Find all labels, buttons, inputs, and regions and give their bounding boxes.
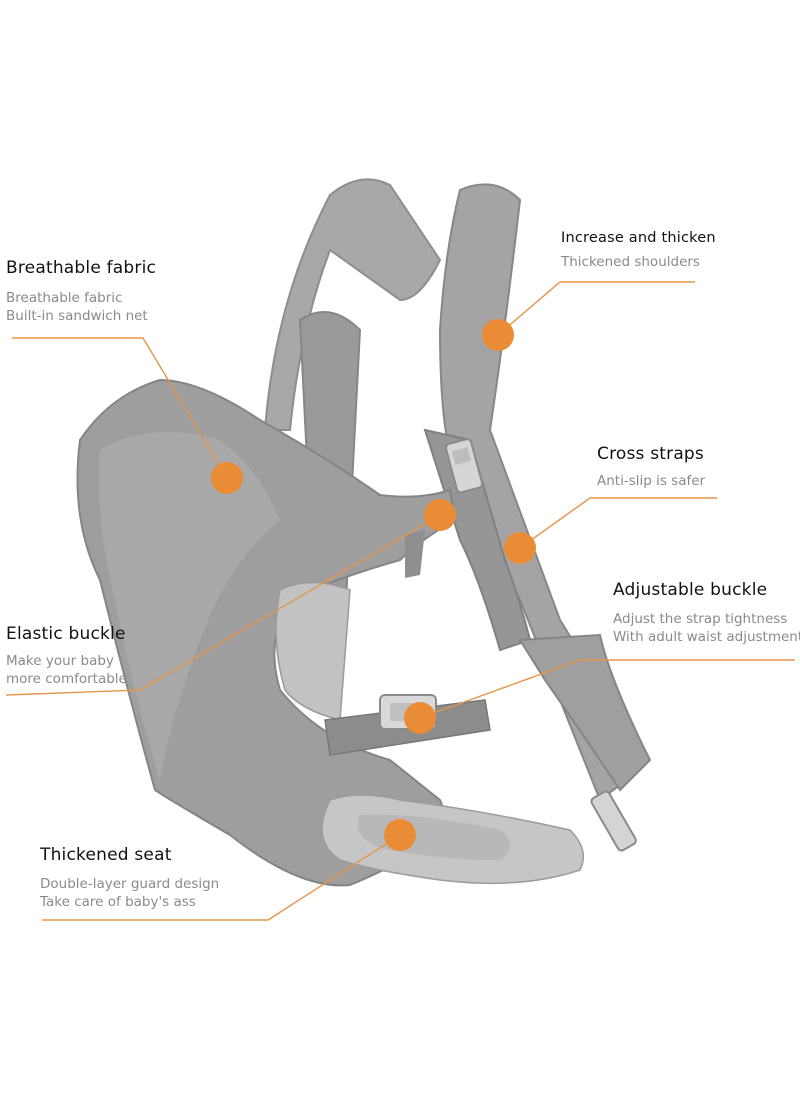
callout-cross: Cross straps Anti-slip is safer	[597, 444, 705, 490]
rear-shoulder-strap	[263, 178, 442, 431]
buckle-upper	[444, 438, 484, 494]
callout-desc-line: Anti-slip is safer	[597, 473, 706, 489]
callout-title: Elastic buckle	[6, 624, 126, 644]
callout-line-seat	[42, 834, 401, 921]
callout-dot-cross	[504, 532, 536, 564]
callout-dot-shoulders	[482, 319, 514, 351]
callout-desc-line: Thickened shoulders	[561, 254, 700, 270]
leg-opening	[275, 581, 351, 721]
callout-title: Thickened seat	[40, 845, 172, 865]
callout-desc-line: Built-in sandwich net	[6, 308, 148, 324]
callout-desc-line: Take care of baby's ass	[40, 894, 196, 910]
callout-desc-line: Double-layer guard design	[40, 876, 220, 892]
callout-desc-line: Adjust the strap tightness	[613, 611, 788, 627]
lower-strap	[518, 633, 652, 792]
callout-elastic: Elastic buckle Make your baby more comfo…	[6, 624, 127, 688]
callout-desc-line: more comfortable	[6, 671, 127, 687]
callout-dot-elastic	[424, 499, 456, 531]
callout-seat: Thickened seat Double-layer guard design…	[40, 845, 219, 911]
callout-line-breathable	[12, 337, 228, 479]
callout-adjustable: Adjustable buckle Adjust the strap tight…	[613, 580, 800, 646]
panel-highlight	[99, 432, 280, 780]
callout-title: Increase and thicken	[561, 230, 716, 246]
callout-line-shoulders	[497, 281, 695, 336]
callout-title: Breathable fabric	[6, 258, 157, 278]
callout-line-adjustable	[419, 659, 795, 719]
buckle-lower	[590, 790, 637, 852]
callout-title: Adjustable buckle	[613, 580, 768, 600]
callout-shoulders: Increase and thicken Thickened shoulders	[561, 230, 716, 271]
callout-desc-line: Make your baby	[6, 653, 114, 669]
callout-dot-seat	[384, 819, 416, 851]
callout-line-cross	[519, 497, 717, 549]
cross-strap	[423, 428, 532, 652]
callout-breathable: Breathable fabric Breathable fabric Buil…	[6, 258, 156, 325]
callout-desc-line: With adult waist adjustment	[613, 629, 800, 645]
strap-tail	[405, 530, 425, 578]
callout-dot-adjustable	[404, 702, 436, 734]
callout-desc-line: Breathable fabric	[6, 290, 123, 306]
callout-line-elastic	[5, 514, 441, 696]
callout-dot-breathable	[211, 462, 243, 494]
callout-title: Cross straps	[597, 444, 704, 464]
